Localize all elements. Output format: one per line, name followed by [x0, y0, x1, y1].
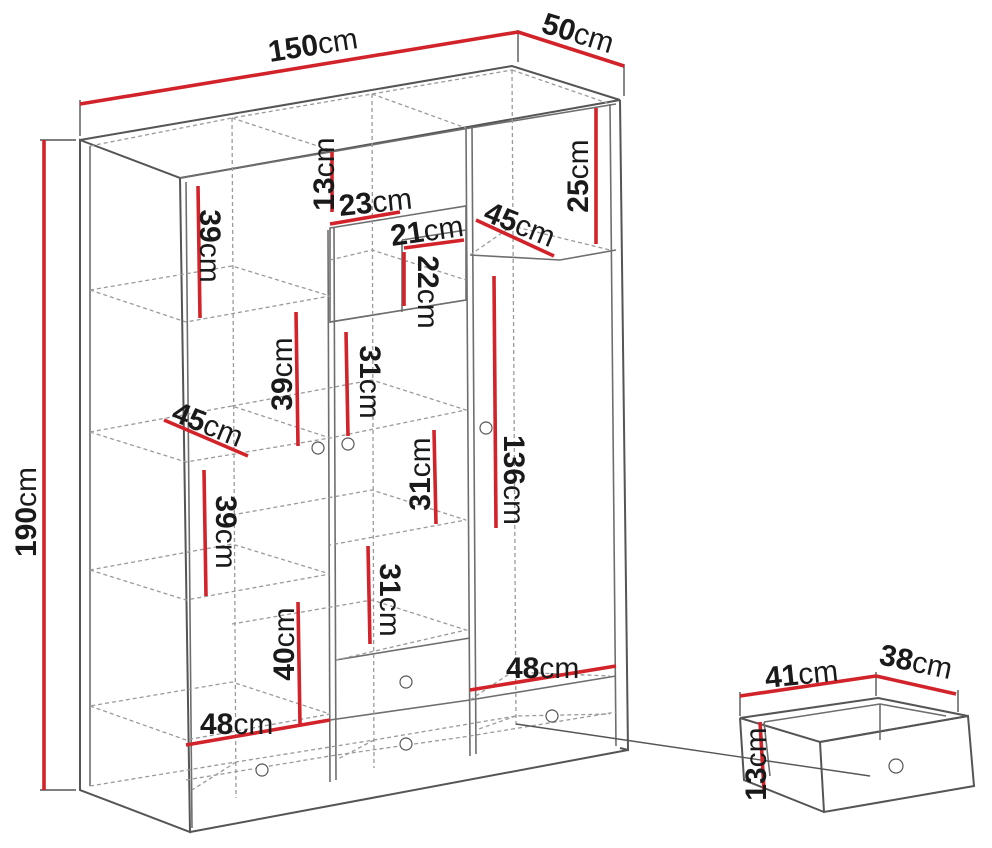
label-depth: 50cm — [538, 7, 618, 60]
label-top-box-width: 23cm — [337, 182, 413, 222]
label-drawer-height: 13cm — [740, 727, 773, 800]
label-small-shelf-height: 22cm — [411, 255, 444, 328]
label-right-drawer-width: 48cm — [506, 652, 579, 685]
drawer-knob — [399, 737, 413, 751]
label-center-shelf-3: 31cm — [373, 563, 406, 636]
door-knob — [341, 437, 355, 451]
label-left-bottom-shelf: 40cm — [268, 607, 301, 680]
label-left-drawer-width: 48cm — [200, 708, 273, 741]
label-center-shelf-1: 31cm — [353, 345, 386, 418]
marker-left-drawer-width — [185, 718, 331, 747]
dimension-markers — [42, 30, 957, 791]
label-height: 190cm — [10, 467, 43, 557]
label-width: 150cm — [266, 22, 360, 69]
label-mid-shelf-height: 39cm — [266, 337, 299, 410]
marker-right-drawer-width — [469, 664, 617, 692]
marker-mid-shelf-height — [294, 311, 300, 447]
marker-center-shelf-1 — [344, 331, 350, 437]
marker-depth — [517, 30, 625, 68]
label-left-depth: 45cm — [167, 396, 247, 454]
drawer-detail-knob — [888, 758, 904, 774]
label-center-shelf-2: 31cm — [404, 437, 437, 510]
label-top-box-height: 13cm — [308, 137, 341, 210]
drawer-pointer-line — [515, 723, 871, 777]
marker-left-lower-shelf — [202, 469, 208, 597]
label-right-top-height: 25cm — [562, 139, 595, 212]
label-small-shelf-width: 21cm — [388, 210, 465, 253]
marker-right-hanging — [492, 275, 498, 529]
knobs — [255, 421, 559, 777]
marker-shelf-top-left — [196, 185, 202, 319]
door-knob — [311, 441, 325, 455]
drawer-detail — [515, 696, 976, 814]
marker-left-bottom-shelf — [296, 601, 302, 725]
dimension-guides — [40, 30, 959, 791]
label-right-top-depth: 45cm — [479, 196, 559, 254]
drawer-knob — [255, 763, 269, 777]
marker-small-shelf-width — [403, 238, 465, 250]
marker-center-shelf-2 — [432, 429, 438, 525]
door-knob — [479, 421, 493, 435]
marker-center-shelf-3 — [366, 545, 372, 645]
label-drawer-depth: 38cm — [877, 639, 956, 687]
marker-left-depth — [163, 418, 249, 458]
label-left-lower-shelf: 39cm — [209, 495, 242, 568]
label-shelf-top-left: 39cm — [193, 209, 226, 282]
marker-top-box-width — [329, 210, 401, 226]
marker-drawer-depth — [875, 674, 957, 696]
label-drawer-width: 41cm — [763, 654, 839, 694]
drawer-knob — [399, 675, 413, 689]
label-right-hanging: 136cm — [497, 435, 530, 525]
marker-drawer-height — [758, 721, 766, 791]
drawer-knob — [545, 709, 559, 723]
marker-drawer-width — [739, 674, 877, 698]
marker-right-top-depth — [475, 218, 555, 258]
marker-width — [79, 30, 519, 106]
